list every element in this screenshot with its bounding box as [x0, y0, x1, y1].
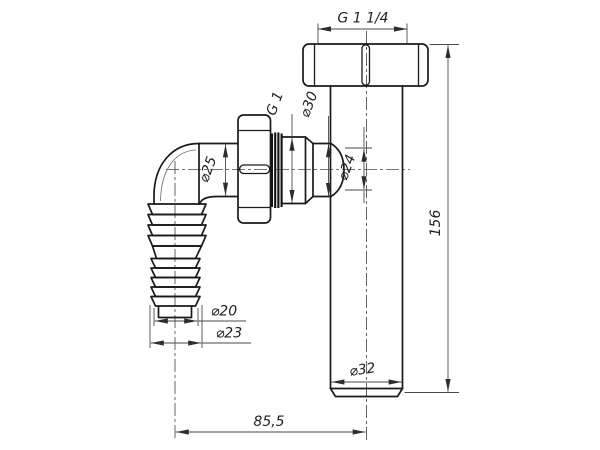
barb-tip-tube	[157, 305, 193, 319]
extension-tick	[345, 147, 372, 191]
barb-rib	[147, 203, 207, 216]
branch-outlet	[270, 132, 345, 208]
extension-line	[153, 308, 199, 326]
barb-rib	[147, 234, 207, 247]
top-nut-facet-slot	[361, 44, 371, 86]
dim-label-branch-bore: ⌀24	[335, 153, 359, 183]
barb-rib	[147, 224, 207, 237]
barb-taper	[151, 245, 203, 260]
elbow-body	[153, 142, 239, 205]
male-cylinder	[282, 136, 307, 205]
branch-root-edges	[312, 142, 332, 198]
barb-rib	[150, 295, 201, 307]
dim-elbow-diameter: ⌀25	[196, 144, 229, 196]
elbow-outer-profile	[153, 142, 239, 205]
barb-rib	[150, 276, 201, 288]
union-nut-outline	[237, 114, 272, 224]
vertical-pipe	[329, 85, 404, 398]
extension-line	[149, 305, 203, 348]
dim-label-branch-root: ⌀30	[297, 89, 321, 119]
dim-label-pipe-dia: ⌀32	[348, 360, 376, 380]
barb-rib	[150, 257, 201, 269]
top-nut-outline	[302, 43, 429, 87]
barb-rib	[147, 213, 207, 226]
hose-barb	[147, 203, 207, 319]
dim-label-height: 156	[428, 210, 444, 237]
dim-hose-outer: ⌀23	[149, 305, 251, 348]
dim-axis-offset: 85,5	[175, 414, 366, 435]
dim-label-hose-outer: ⌀23	[216, 326, 242, 342]
top-union-nut	[302, 43, 429, 87]
thread-band	[270, 132, 283, 208]
dim-hose-inner: ⌀20	[153, 304, 246, 326]
pipe-intersection-curve	[330, 142, 345, 198]
dim-label-offset: 85,5	[253, 414, 284, 430]
union-nut-facet-slot	[238, 164, 271, 175]
dim-overall-height: 156	[404, 44, 459, 393]
pipe-bottom-chamfer	[329, 387, 404, 398]
dim-pipe-diameter: ⌀32	[331, 360, 402, 385]
dim-label-branch-thread: G 1	[264, 90, 287, 118]
dim-label-hose-inner: ⌀20	[211, 304, 237, 320]
dim-label-top-thread: G 1 1/4	[337, 11, 388, 27]
union-nut	[237, 114, 272, 224]
barb-rib	[150, 286, 201, 298]
centerlines	[166, 31, 410, 441]
male-chamfer	[304, 136, 314, 205]
dim-branch-thread: G 1	[264, 90, 295, 203]
elbow-inner-corner	[198, 195, 239, 205]
elbow-inner-wall-curve	[160, 149, 197, 202]
dim-top-thread: G 1 1/4	[317, 11, 408, 43]
barb-rib	[150, 267, 201, 279]
